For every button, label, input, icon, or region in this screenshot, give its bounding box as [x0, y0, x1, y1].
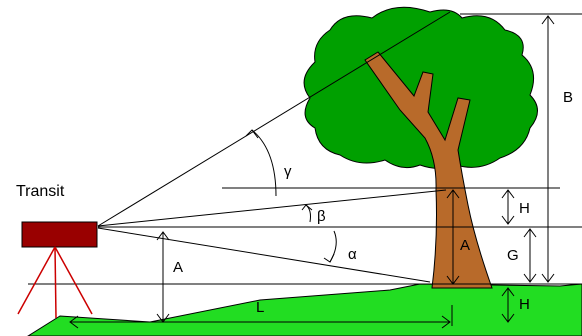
- angle-arcs: [251, 129, 337, 263]
- label-a-left: A: [173, 259, 183, 276]
- alpha-arc: [329, 230, 337, 263]
- gamma-arc: [251, 129, 277, 197]
- transit-body: [21, 221, 98, 248]
- measure-lines: [70, 16, 549, 326]
- label-g: G: [507, 247, 519, 264]
- ground-slope: [27, 283, 582, 336]
- label-h-top: H: [519, 200, 530, 217]
- tree-trunk: [364, 51, 493, 289]
- transit-instrument-icon: [17, 221, 98, 319]
- label-b: B: [563, 89, 573, 106]
- reference-lines: [28, 13, 582, 285]
- label-alpha: α: [348, 246, 357, 263]
- label-gamma: γ: [284, 163, 292, 180]
- label-h-bottom: H: [519, 296, 530, 313]
- tripod-legs: [17, 246, 93, 319]
- label-beta: β: [317, 208, 326, 225]
- tree-icon: [303, 6, 538, 289]
- label-l: L: [256, 299, 264, 316]
- label-a-trunk: A: [460, 237, 470, 254]
- arrowheads: [69, 15, 555, 329]
- sight-lines: [97, 11, 451, 283]
- transit-title: Transit: [16, 183, 65, 200]
